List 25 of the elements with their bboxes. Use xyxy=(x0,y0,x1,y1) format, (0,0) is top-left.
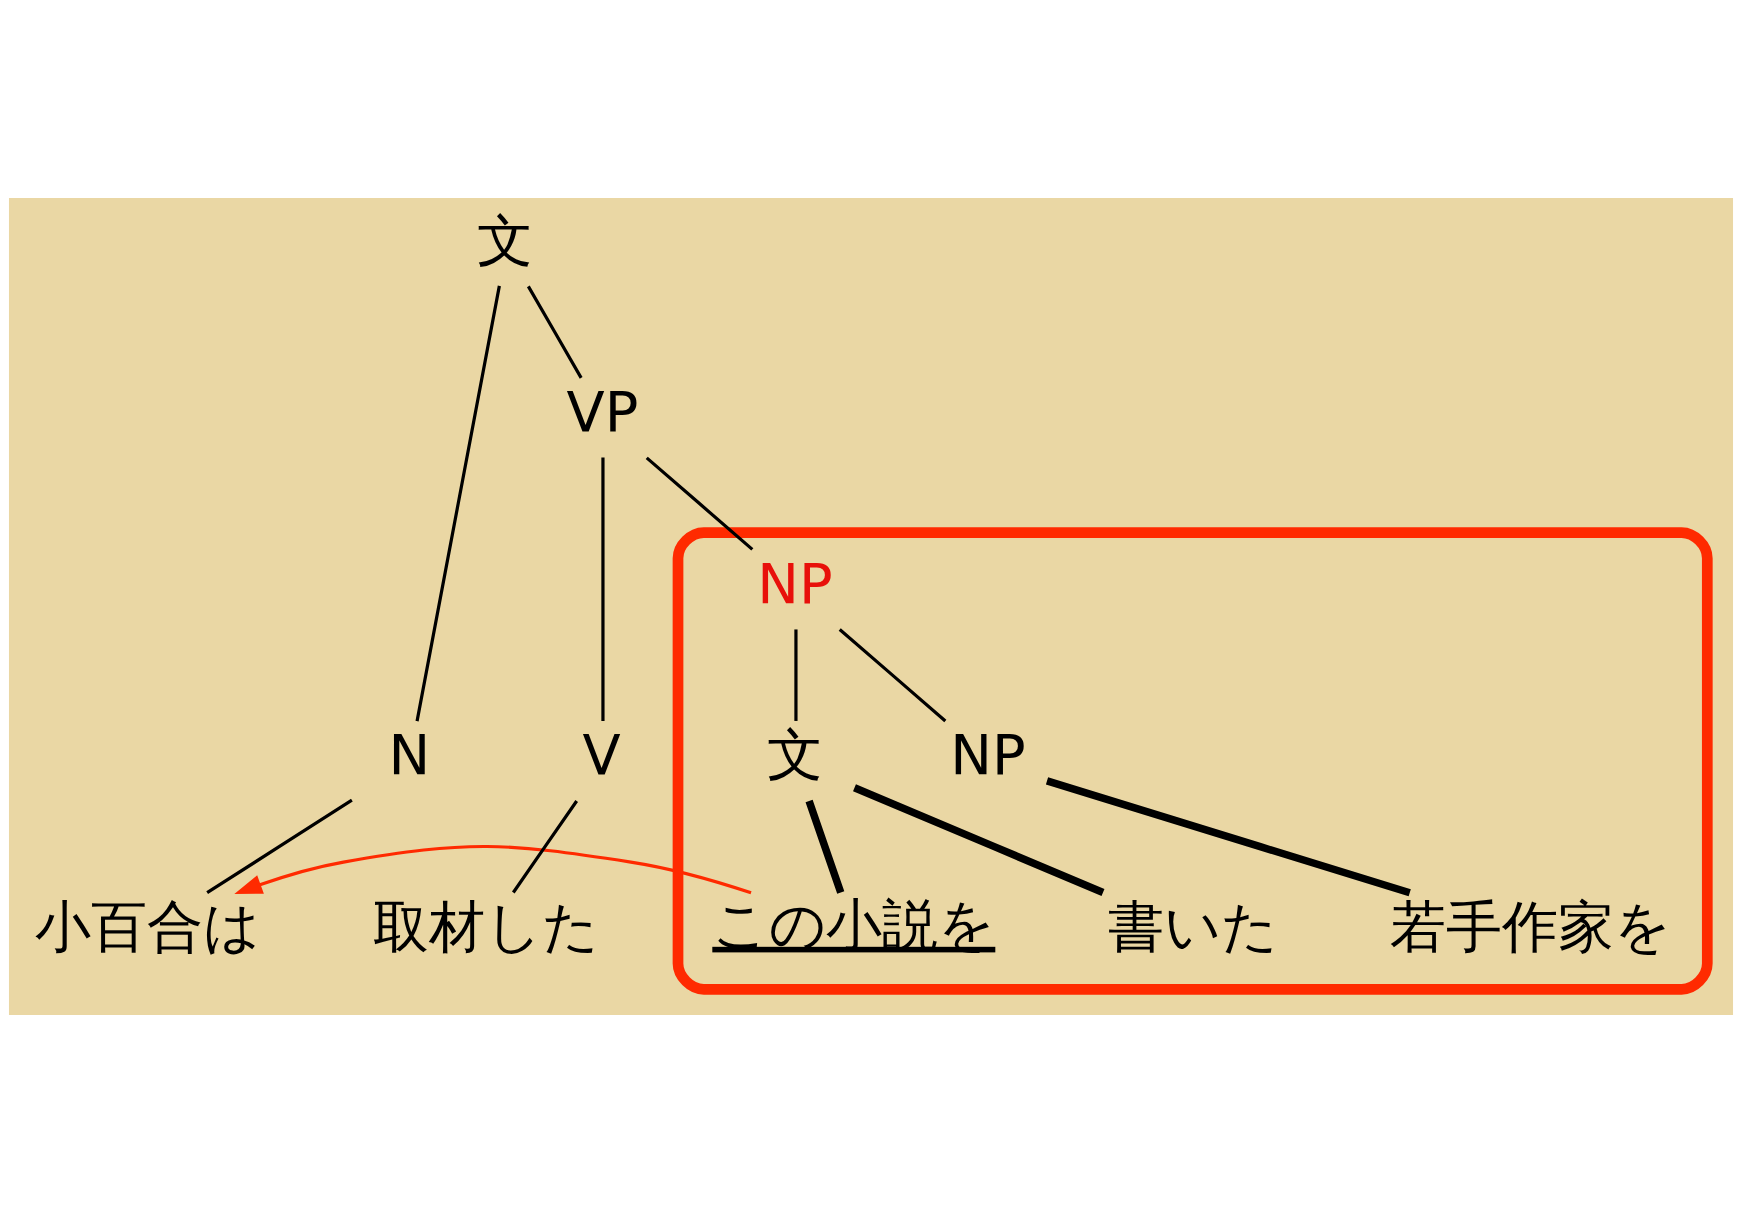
connector xyxy=(206,798,353,894)
connector xyxy=(805,799,845,894)
connector xyxy=(1045,776,1411,896)
connector xyxy=(794,628,798,721)
connector xyxy=(415,285,501,721)
connector xyxy=(853,783,1105,896)
node-text: 文 xyxy=(767,721,823,787)
arrow xyxy=(234,844,752,894)
node-text: 文 xyxy=(477,207,534,273)
node-text: 小百合は xyxy=(34,893,260,959)
node-text: NP xyxy=(757,550,833,616)
node-text: N xyxy=(388,721,431,787)
connector xyxy=(601,457,605,721)
connector xyxy=(838,627,947,722)
connector xyxy=(512,799,578,893)
node-text: 取材した xyxy=(373,893,600,959)
connector xyxy=(526,285,583,379)
connector xyxy=(645,456,754,551)
node-text: VP xyxy=(566,378,639,444)
node-text: 書いた xyxy=(1107,893,1278,959)
cluster xyxy=(672,526,1713,995)
node-text: NP xyxy=(950,721,1026,787)
node-text: 若手作家を xyxy=(1389,893,1671,959)
node-text: V xyxy=(582,721,621,787)
node-text: この小説を xyxy=(712,891,996,957)
